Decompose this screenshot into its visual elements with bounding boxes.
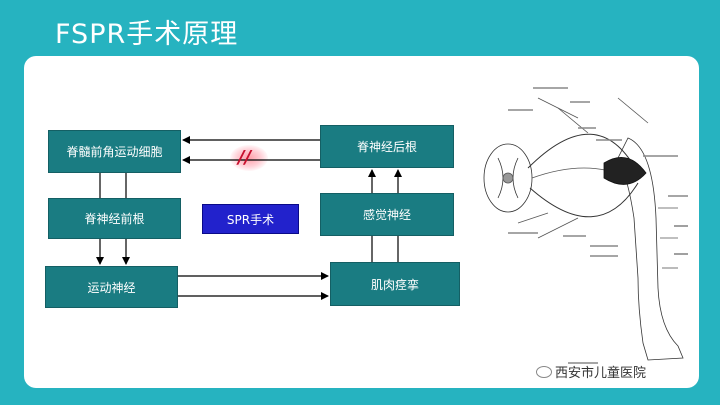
reflex-arc-illustration xyxy=(483,87,688,364)
node-anterior-horn-cells: 脊髓前角运动细胞 xyxy=(48,130,181,173)
cut-highlight xyxy=(230,145,268,171)
node-muscle-spasm: 肌肉痉挛 xyxy=(330,262,460,306)
watermark: 西安市儿童医院 xyxy=(536,362,646,381)
spr-surgery-label: SPR手术 xyxy=(202,204,299,234)
node-anterior-root: 脊神经前根 xyxy=(48,198,181,239)
node-posterior-root: 脊神经后根 xyxy=(320,125,454,168)
slide-title: FSPR手术原理 xyxy=(55,19,239,50)
wechat-logo-icon xyxy=(536,365,552,378)
node-sensory-nerve: 感觉神经 xyxy=(320,193,454,236)
watermark-text: 西安市儿童医院 xyxy=(555,366,647,381)
node-motor-nerve: 运动神经 xyxy=(45,266,178,308)
